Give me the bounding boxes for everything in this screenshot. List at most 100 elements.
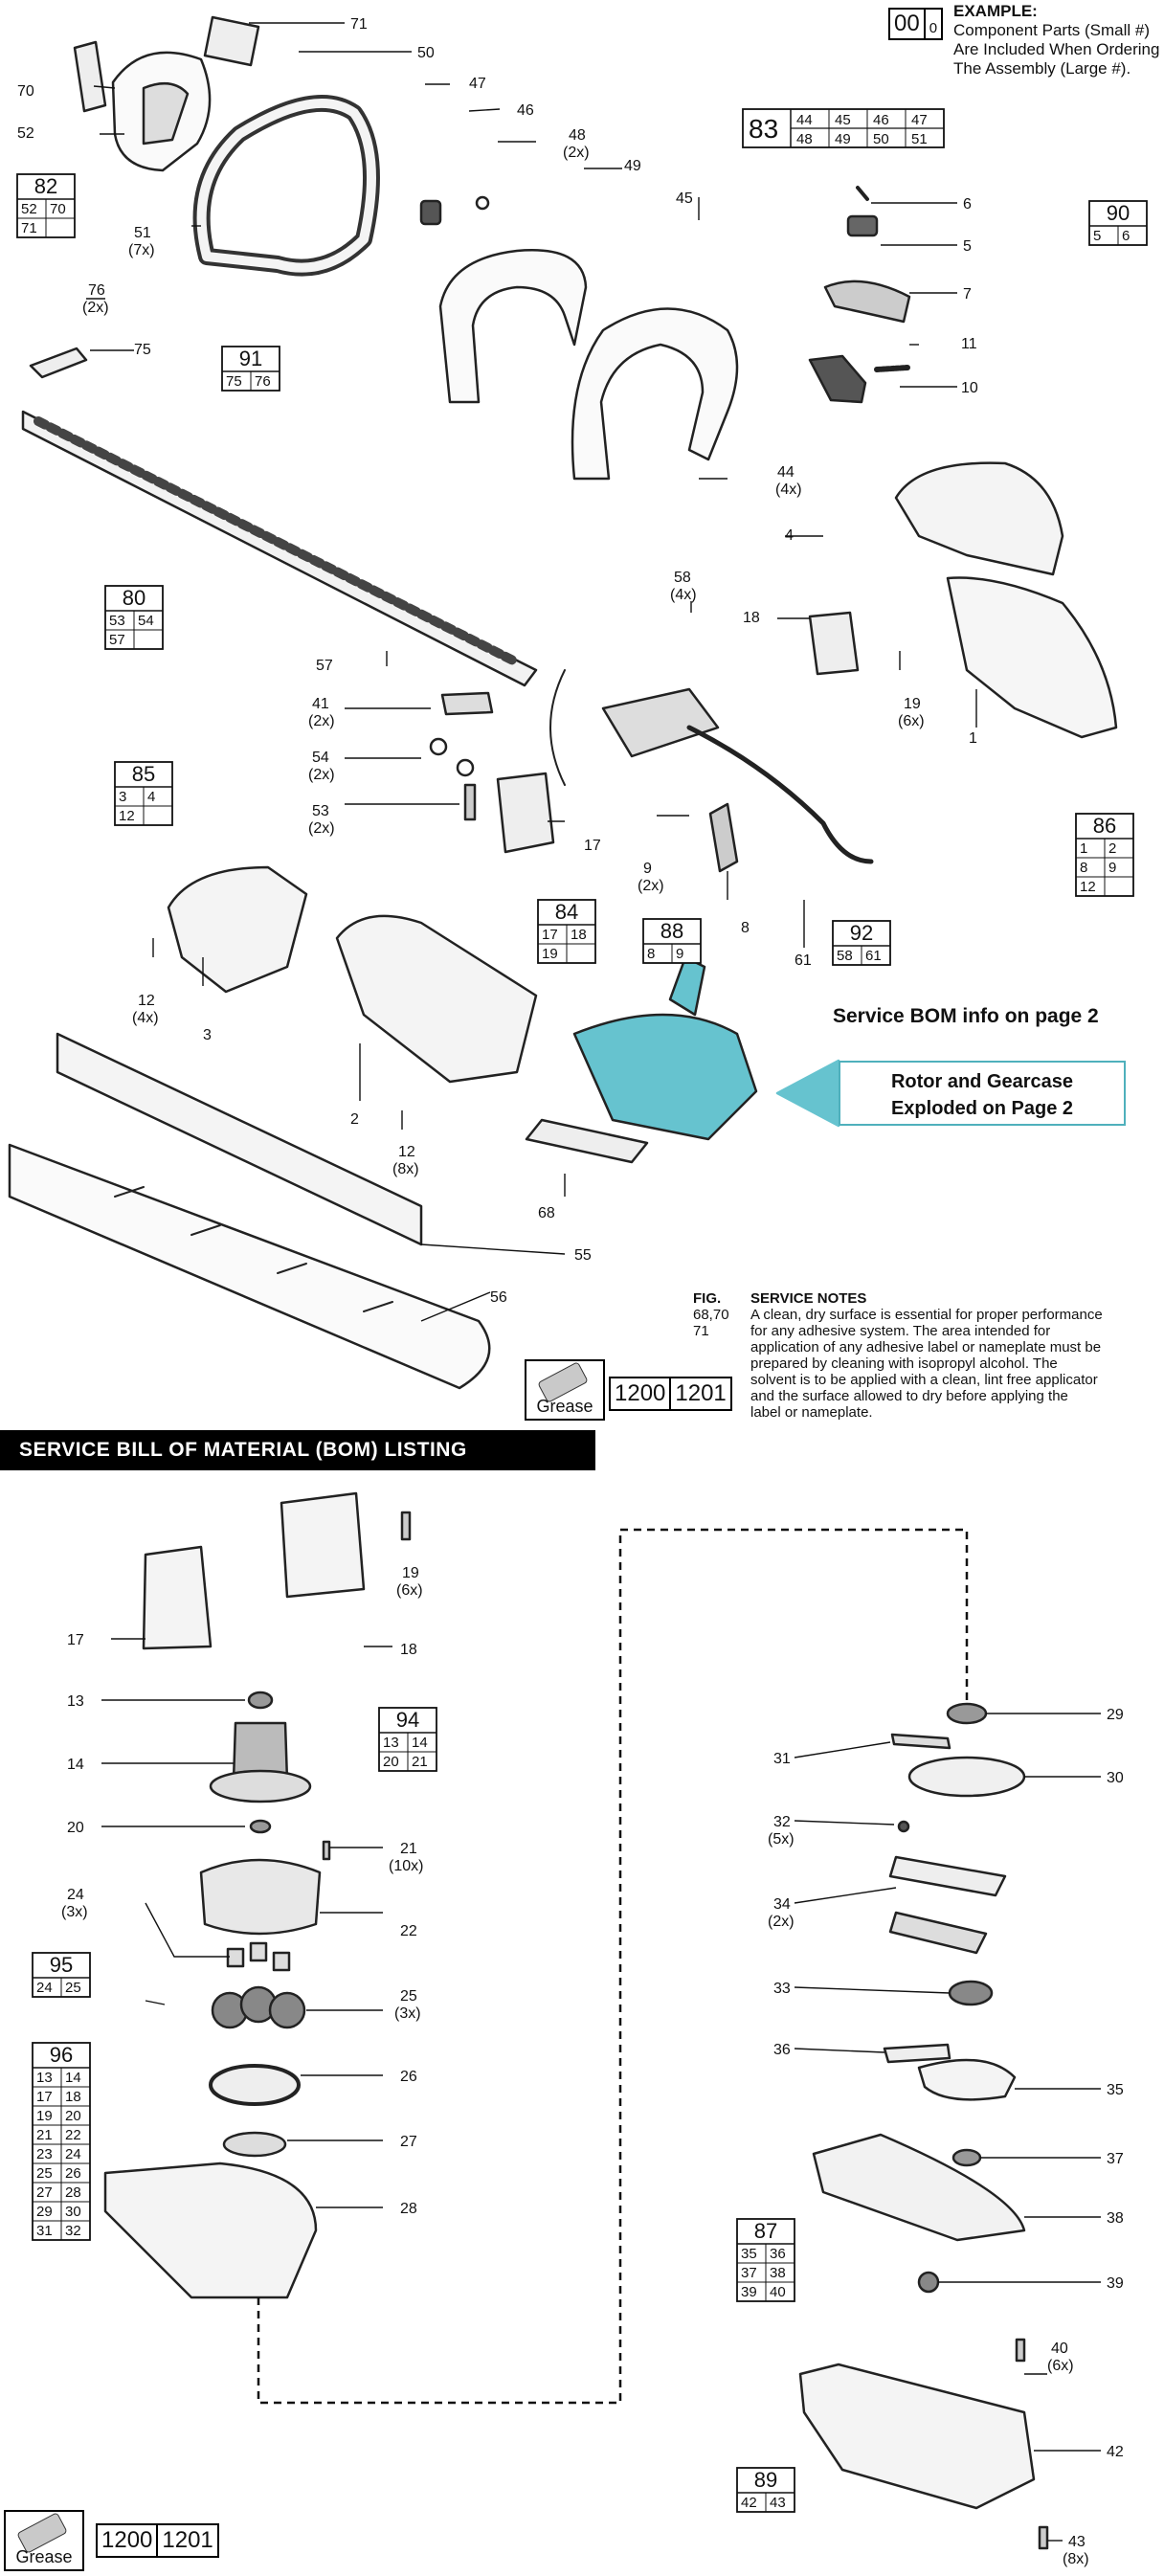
part-label-44: 44 xyxy=(777,464,795,481)
service-notes-line: prepared by cleaning with isopropyl alco… xyxy=(750,1355,1058,1372)
bom-part-42-bottom-cover xyxy=(798,2363,1036,2510)
part-41-bracket xyxy=(440,691,494,716)
assembly-number: 85 xyxy=(132,762,155,786)
part-2-housing xyxy=(335,914,538,1084)
assembly-cell xyxy=(45,198,76,219)
part-label-20: 20 xyxy=(67,1820,84,1836)
part-17-mount xyxy=(496,772,555,854)
service-notes-line: label or nameplate. xyxy=(750,1404,873,1421)
example-component-number: 0 xyxy=(923,10,941,38)
assembly-part-number: 13 xyxy=(383,1735,399,1751)
part-label-43: 43 xyxy=(1068,2534,1086,2550)
leader-lines xyxy=(86,22,1101,2542)
part-label-6: 6 xyxy=(963,196,972,213)
service-bom-info: Service BOM info on page 2 xyxy=(833,1005,1099,1027)
assembly-part-number: 24 xyxy=(65,2146,81,2162)
grease-label: Grease xyxy=(536,1397,593,1416)
part-label-12bq: (8x) xyxy=(392,1161,419,1177)
example-title: EXAMPLE: xyxy=(953,2,1038,20)
bom-part-21-screw xyxy=(322,1840,331,1861)
assembly-cell xyxy=(765,2492,795,2513)
part-label-19b: 19 xyxy=(402,1565,419,1581)
assembly-cell xyxy=(1117,225,1148,246)
assembly-part-number: 14 xyxy=(412,1735,428,1751)
assembly-part-number: 28 xyxy=(65,2184,81,2201)
service-notes-figures: FIG. 68,70 71 xyxy=(693,1290,729,1339)
assembly-cell xyxy=(250,370,280,392)
part-label-26: 26 xyxy=(400,2069,417,2085)
part-label-58q: (4x) xyxy=(670,587,697,603)
assembly-part-number: 36 xyxy=(770,2246,786,2262)
bom-part-38-cover-plate xyxy=(812,2133,1026,2242)
part-label-27: 27 xyxy=(400,2134,417,2150)
assembly-part-number: 9 xyxy=(676,946,683,962)
part-label-11: 11 xyxy=(961,336,977,352)
assembly-part-number: 29 xyxy=(36,2204,53,2220)
assembly-part-number: 46 xyxy=(873,112,889,128)
part-label-9q: (2x) xyxy=(638,878,664,894)
assembly-cell xyxy=(143,786,173,807)
bom-part-22-plate xyxy=(199,1858,322,1936)
part-label-54: 54 xyxy=(312,750,329,766)
assembly-part-number: 61 xyxy=(865,948,882,964)
grease-label: Grease xyxy=(15,2547,73,2566)
bom-part-17 xyxy=(142,1545,213,1650)
part-61-harness xyxy=(686,725,874,864)
part-label-8: 8 xyxy=(741,920,750,936)
part-label-5: 5 xyxy=(963,238,972,255)
part-label-42: 42 xyxy=(1107,2444,1124,2460)
assembly-part-number: 31 xyxy=(36,2223,53,2239)
part-label-55: 55 xyxy=(574,1247,592,1264)
assembly-part-number: 71 xyxy=(21,220,37,236)
assembly-part-number: 19 xyxy=(36,2108,53,2124)
bom-part-24-pin-a xyxy=(226,1947,245,1968)
bom-part-28-gearcase xyxy=(103,2162,318,2299)
assembly-part-number: 42 xyxy=(741,2495,757,2511)
service-notes-line: application of any adhesive label or nam… xyxy=(750,1339,1102,1355)
part-label-24: 24 xyxy=(67,1887,84,1903)
part-label-68: 68 xyxy=(538,1205,555,1221)
rotor-gearcase-callout: Rotor and Gearcase Exploded on Page 2 xyxy=(839,1061,1126,1126)
part-label-50: 50 xyxy=(417,45,435,61)
part-label-3: 3 xyxy=(203,1027,212,1043)
part-3-housing xyxy=(167,865,308,994)
part-label-25q: (3x) xyxy=(394,2005,421,2022)
part-label-2: 2 xyxy=(350,1111,359,1128)
bom-part-39-nut xyxy=(917,2271,940,2294)
assembly-cell xyxy=(671,943,702,964)
service-notes: SERVICE NOTES A clean, dry surface is es… xyxy=(750,1290,1164,1421)
assembly-part-number: 12 xyxy=(1080,879,1096,895)
bom-part-43-screw xyxy=(1038,2525,1049,2550)
assembly-number: 89 xyxy=(754,2468,777,2492)
assembly-part-number: 4 xyxy=(147,789,155,805)
assembly-number: 82 xyxy=(34,174,57,198)
service-notes-title: SERVICE NOTES xyxy=(750,1290,867,1307)
callout-line-1: Rotor and Gearcase xyxy=(890,1071,1074,1092)
assembly-part-number: 17 xyxy=(542,927,558,943)
part-label-51: 51 xyxy=(134,225,151,241)
gearcase-assembly xyxy=(572,1013,758,1141)
part-54-washer xyxy=(429,737,448,756)
part-label-45: 45 xyxy=(676,190,693,207)
assembly-part-number: 21 xyxy=(36,2127,53,2143)
part-label-46: 46 xyxy=(517,102,534,119)
assembly-part-number: 8 xyxy=(647,946,655,962)
assembly-part-number: 39 xyxy=(741,2284,757,2300)
assembly-part-number: 19 xyxy=(542,946,558,962)
bom-part-37-bearing xyxy=(951,2148,982,2167)
example-assembly-box: 00 0 xyxy=(888,8,944,40)
part-label-22: 22 xyxy=(400,1923,417,1939)
part-1-housing xyxy=(946,576,1118,739)
assembly-part-number: 25 xyxy=(65,1980,81,1996)
part-label-30: 30 xyxy=(1107,1770,1124,1786)
part-label-48q: (2x) xyxy=(563,145,590,161)
part-56-scabbard xyxy=(8,1143,491,1390)
bom-part-34b-lever xyxy=(888,1911,988,1955)
fig-refs-1: 68,70 xyxy=(693,1307,729,1323)
part-label-33: 33 xyxy=(773,1981,791,1997)
